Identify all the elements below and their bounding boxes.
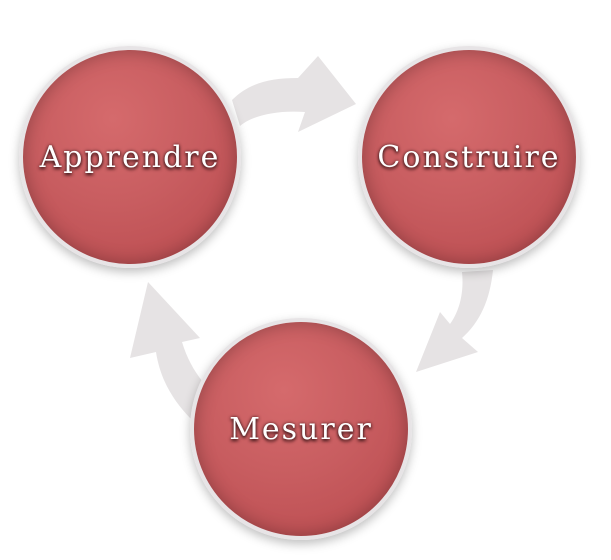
arrow-mesurer-to-apprendre — [130, 282, 212, 420]
node-mesurer: Mesurer — [190, 318, 412, 540]
arrow-construire-to-mesurer — [416, 270, 493, 372]
node-apprendre: Apprendre — [19, 46, 241, 268]
node-label-construire: Construire — [377, 139, 561, 175]
arrow-apprendre-to-construire — [232, 56, 356, 132]
node-label-mesurer: Mesurer — [229, 411, 373, 447]
node-label-apprendre: Apprendre — [39, 139, 221, 175]
node-construire: Construire — [358, 46, 580, 268]
